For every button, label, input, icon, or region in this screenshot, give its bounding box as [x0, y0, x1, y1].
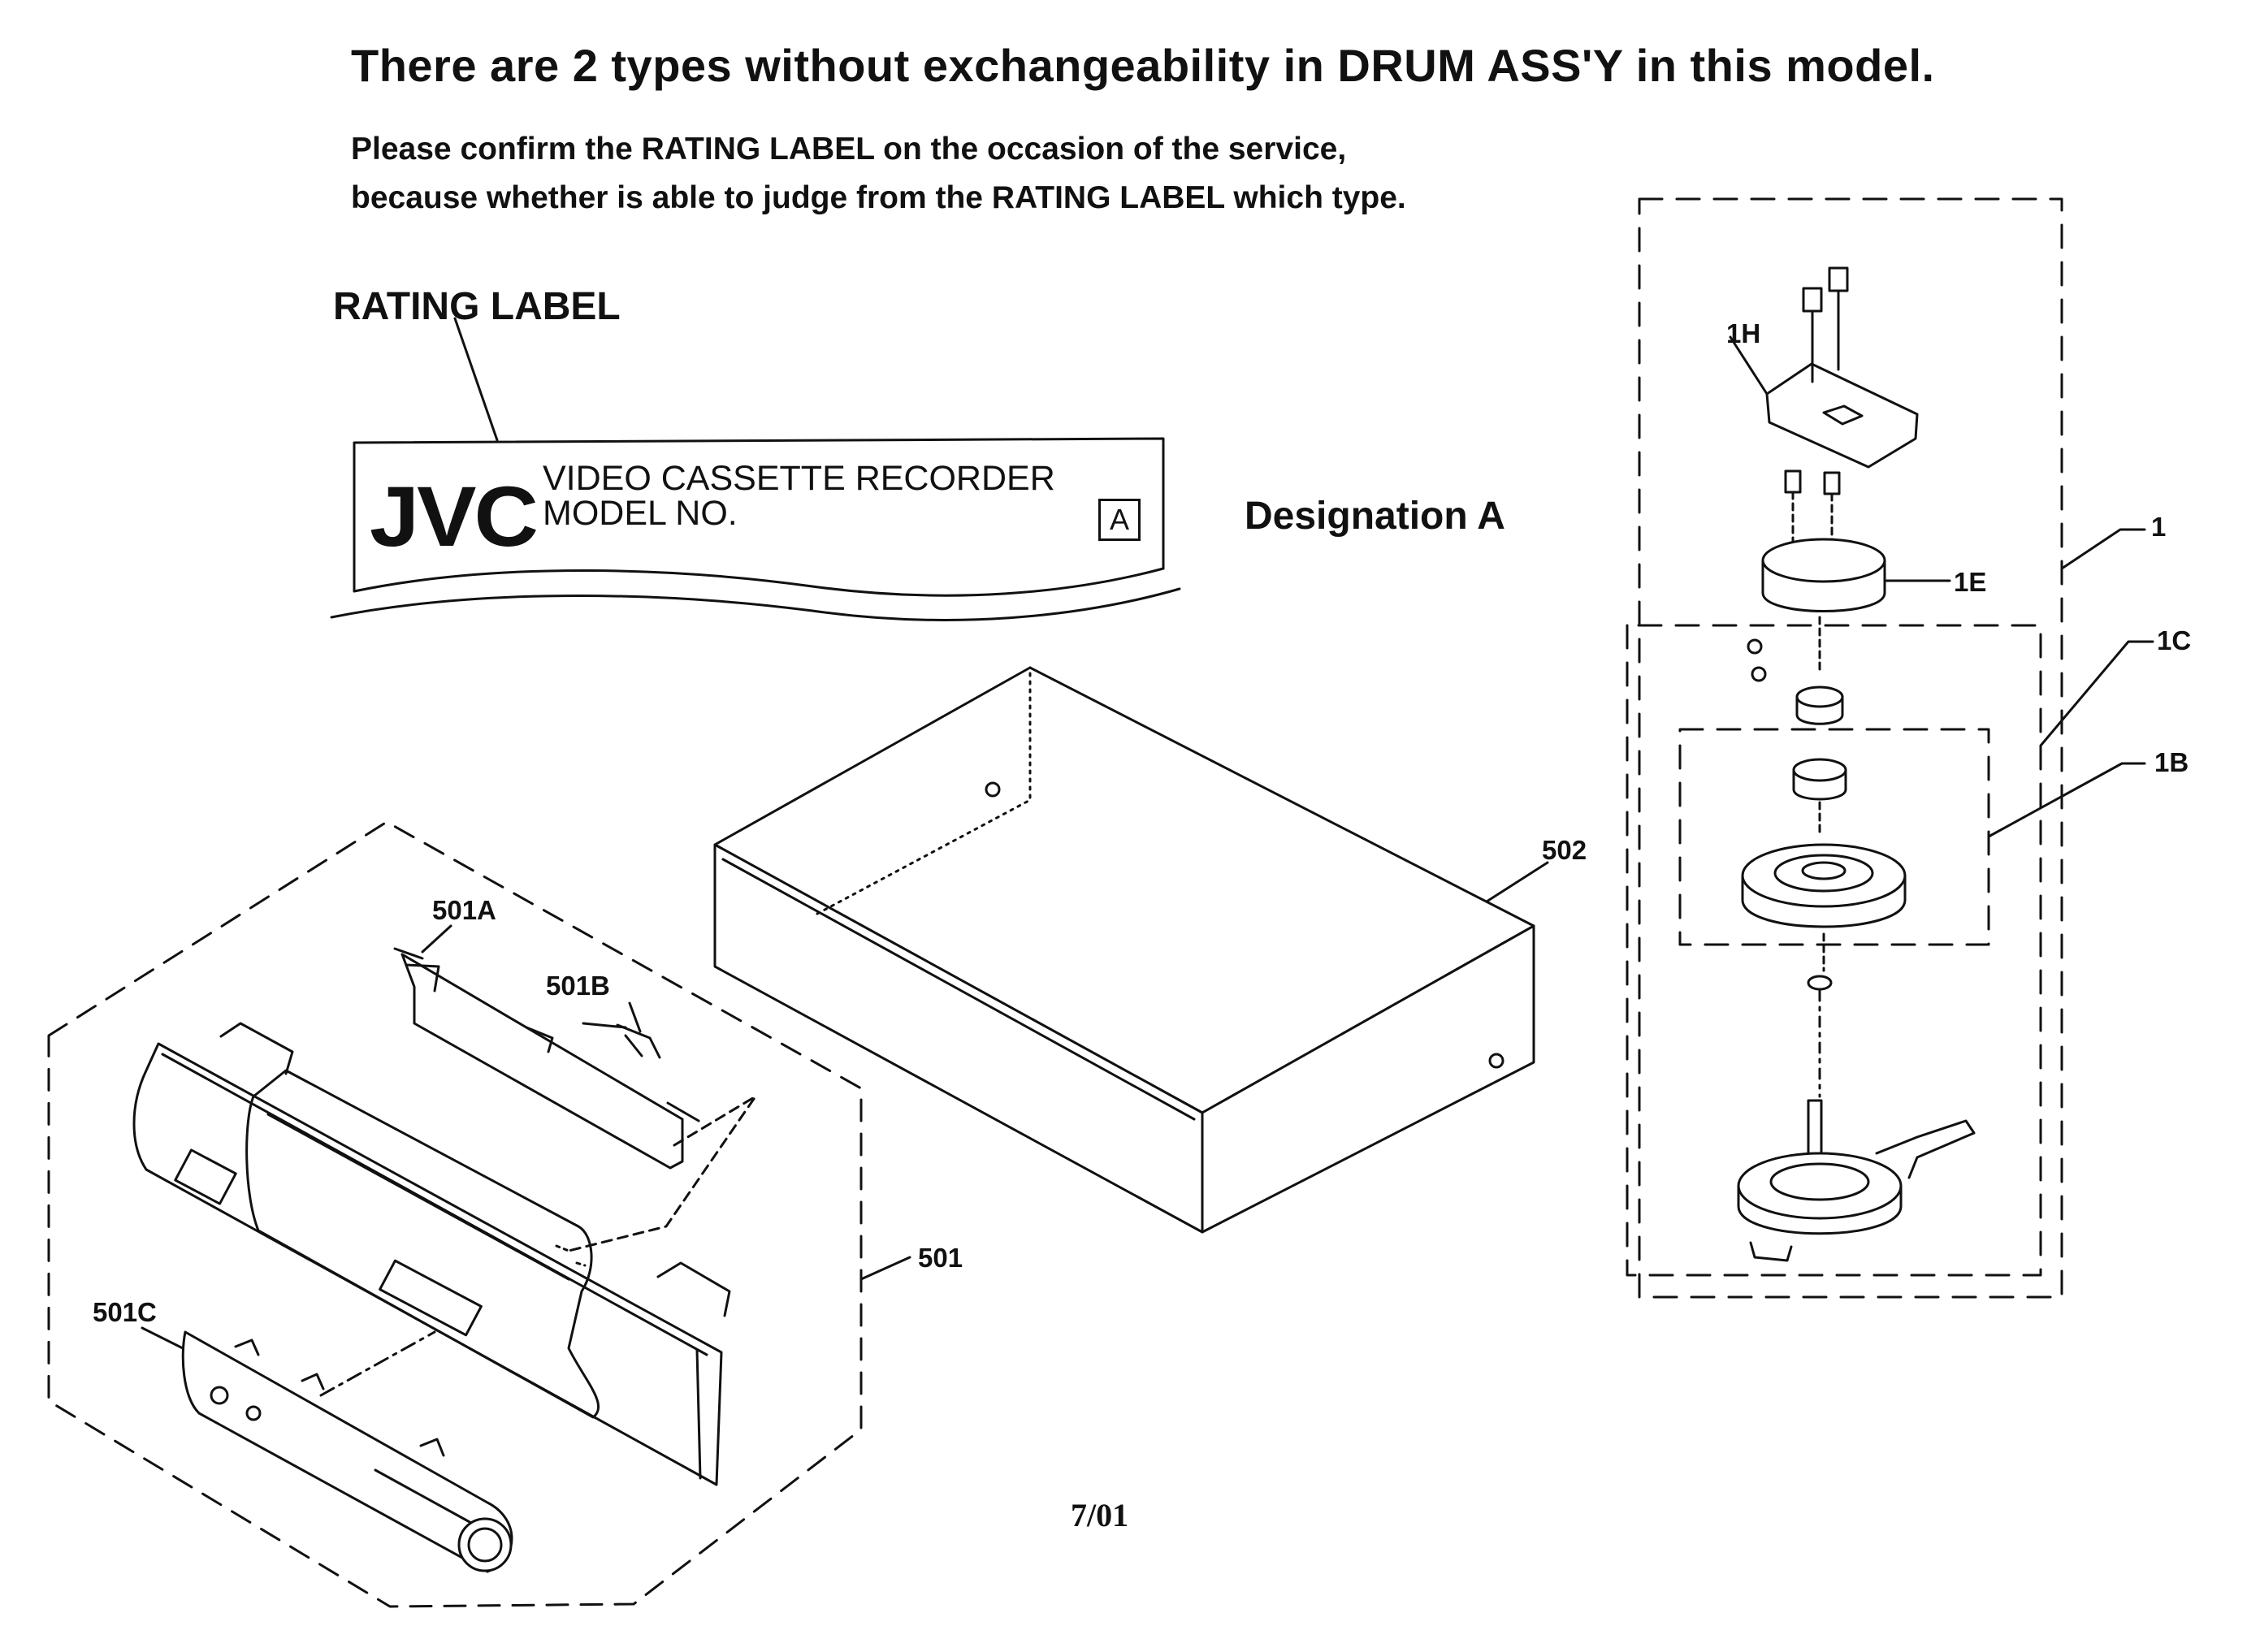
callout-1H: 1H	[1726, 318, 1761, 348]
rating-label-model-line: MODEL NO.	[543, 494, 738, 533]
rating-label-product-line: VIDEO CASSETTE RECORDER	[543, 459, 1055, 498]
callout-1E: 1E	[1954, 567, 1987, 597]
rating-label-title: RATING LABEL	[333, 285, 621, 328]
callout-1C: 1C	[2157, 625, 2192, 655]
front-panel-assembly-501	[47, 820, 911, 1608]
brand-logo: JVC	[370, 469, 539, 564]
callout-501A: 501A	[432, 895, 496, 925]
page-title: There are 2 types without exchangeabilit…	[351, 40, 1935, 91]
callout-502: 502	[1542, 835, 1587, 865]
callout-501B: 501B	[546, 971, 610, 1001]
instruction-line-2: because whether is able to judge from th…	[351, 180, 1406, 215]
rating-label-card	[330, 317, 1181, 621]
callout-1: 1	[2151, 512, 2167, 542]
drum-assembly-1	[1626, 197, 2154, 1299]
designation-box: A	[1098, 499, 1141, 541]
cabinet-cover-502	[713, 666, 1549, 1234]
callout-501C: 501C	[93, 1297, 157, 1327]
designation-text: Designation A	[1245, 495, 1505, 538]
page-number: 7/01	[1071, 1497, 1129, 1533]
callout-501: 501	[918, 1243, 963, 1273]
instruction-line-1: Please confirm the RATING LABEL on the o…	[351, 132, 1347, 166]
callout-1B: 1B	[2154, 747, 2189, 777]
